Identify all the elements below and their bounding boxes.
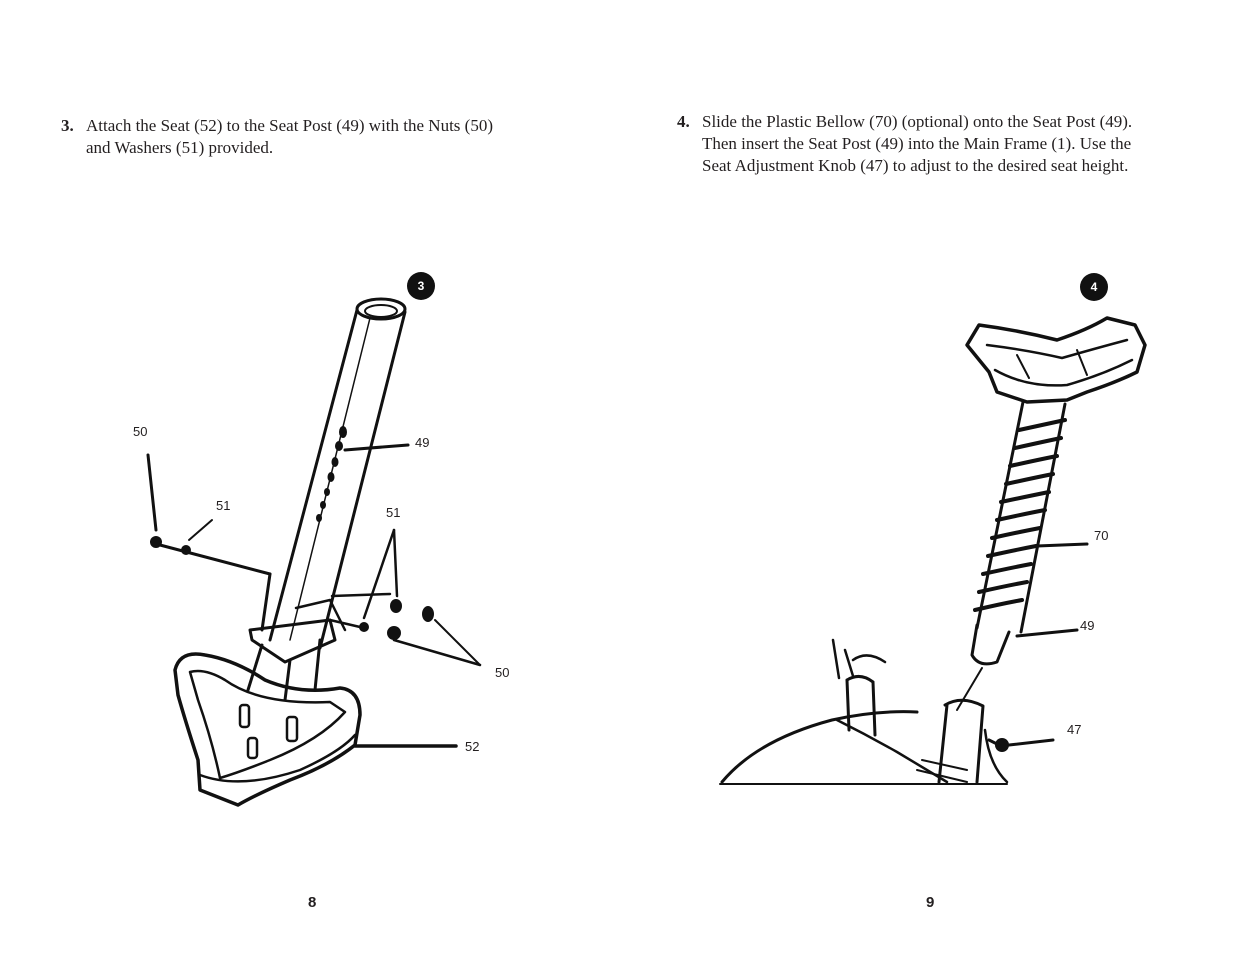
page-9: 4. Slide the Plastic Bellow (70) (option… xyxy=(617,0,1235,954)
callout-bellow-70: 70 xyxy=(1094,528,1108,543)
step-number: 4. xyxy=(677,112,690,131)
callout-nut-50: 50 xyxy=(133,424,147,439)
page-number: 8 xyxy=(308,894,317,911)
step-text-line: Then insert the Seat Post (49) into the … xyxy=(702,134,1132,153)
page-8: 3. Attach the Seat (52) to the Seat Post… xyxy=(0,0,617,954)
step-number: 3. xyxy=(61,116,74,135)
page-number: 9 xyxy=(926,894,935,911)
callout-seat-52: 52 xyxy=(465,739,479,754)
callout-seat-post-49: 49 xyxy=(1080,618,1094,633)
step-text: Attach the Seat (52) to the Seat Post (4… xyxy=(86,115,493,159)
callout-washer-51: 51 xyxy=(216,498,230,513)
step-badge xyxy=(407,272,435,300)
main-frame-drawing xyxy=(719,638,1009,785)
seat-drawing xyxy=(173,652,362,807)
leader-line xyxy=(1007,738,1055,747)
seat-post-installation-diagram: 4 xyxy=(719,273,1147,785)
step-badge xyxy=(1080,273,1108,301)
step-text-line: Seat Adjustment Knob (47) to adjust to t… xyxy=(702,156,1129,175)
step-text-line: Slide the Plastic Bellow (70) (optional)… xyxy=(702,112,1133,131)
plastic-bellow-drawing xyxy=(956,400,1067,711)
step-badge-label: 4 xyxy=(1091,280,1098,294)
hardware-drawing xyxy=(146,443,482,748)
callout-washer-51-right: 51 xyxy=(386,505,400,520)
callout-adjustment-knob-47: 47 xyxy=(1067,722,1081,737)
step-text: Slide the Plastic Bellow (70) (optional)… xyxy=(702,111,1132,177)
step-badge-label: 3 xyxy=(418,279,425,293)
leader-line xyxy=(1035,542,1089,548)
callout-seat-post-49: 49 xyxy=(415,435,429,450)
step-text-line: and Washers (51) provided. xyxy=(86,138,274,157)
callout-nut-50-right: 50 xyxy=(495,665,509,680)
seat-drawing xyxy=(965,316,1147,404)
seat-assembly-diagram: 3 xyxy=(133,272,509,807)
step-text-line: Attach the Seat (52) to the Seat Post (4… xyxy=(86,116,493,135)
leader-line xyxy=(1015,628,1079,638)
seat-post-drawing xyxy=(246,297,407,702)
